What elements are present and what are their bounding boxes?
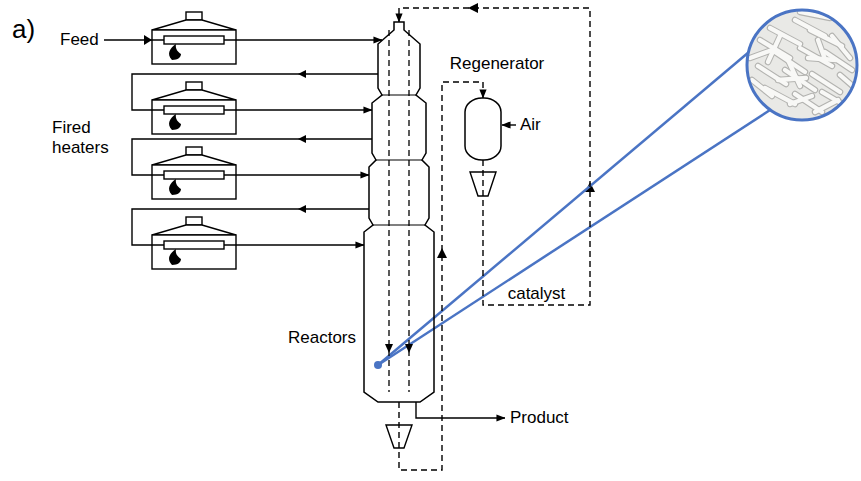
panel-letter: a) bbox=[12, 14, 35, 45]
catalyst-flow-line bbox=[399, 82, 483, 470]
regenerator-outline bbox=[465, 98, 501, 160]
callout-circle bbox=[747, 10, 857, 120]
air-line bbox=[502, 124, 516, 125]
arrow-head bbox=[144, 35, 152, 45]
stream-label: Air bbox=[520, 115, 541, 135]
fired-heater bbox=[152, 147, 236, 199]
feed-line bbox=[104, 39, 164, 40]
catalyst-flow-line bbox=[399, 8, 590, 305]
reactor-outlet-line bbox=[132, 74, 378, 110]
heater-outlet-line bbox=[224, 109, 372, 110]
reactor-outline bbox=[364, 22, 434, 402]
callout-dot bbox=[374, 361, 382, 369]
group-label: Fired heaters bbox=[52, 118, 126, 158]
arrow-head bbox=[298, 135, 306, 143]
flow-label: catalyst bbox=[506, 284, 568, 303]
reactor-separator bbox=[376, 159, 422, 160]
fired-heater bbox=[152, 12, 236, 64]
reactor-separator bbox=[373, 224, 425, 225]
stream-label: Feed bbox=[60, 30, 99, 50]
node-outline bbox=[465, 98, 501, 160]
catalyst-bed-line bbox=[408, 30, 409, 392]
reactor-separator bbox=[382, 94, 416, 95]
zoom-callout bbox=[374, 10, 857, 369]
arrow-head bbox=[385, 344, 393, 353]
heater-outlet-line bbox=[224, 39, 382, 40]
catalyst-photo bbox=[747, 10, 857, 120]
process-lines bbox=[104, 40, 516, 418]
regenerator-vessel: Regenerator bbox=[465, 98, 501, 160]
vessel-label: Reactors bbox=[288, 328, 356, 347]
pellet-outline bbox=[750, 12, 855, 112]
reactor-stack: Reactors bbox=[364, 22, 434, 402]
fired-heater bbox=[152, 82, 236, 134]
heater-outlet-line bbox=[224, 244, 364, 245]
reactor-outlet-line bbox=[132, 139, 372, 175]
stream-label: Product bbox=[510, 408, 569, 428]
reactor-outlet-line bbox=[132, 209, 369, 245]
catalyst-bed-line bbox=[388, 30, 389, 392]
arrow-head bbox=[405, 344, 413, 353]
heater-outlet-line bbox=[224, 174, 369, 175]
product-line bbox=[416, 402, 505, 418]
callout-line bbox=[378, 110, 770, 365]
arrow-head bbox=[298, 205, 306, 213]
arrow-head bbox=[298, 70, 306, 78]
pellet-body bbox=[750, 12, 855, 112]
vessel-label: Regenerator bbox=[450, 54, 545, 73]
fired-heater bbox=[152, 217, 236, 269]
node-outline bbox=[364, 22, 434, 402]
catalyst-pellets bbox=[750, 12, 855, 112]
